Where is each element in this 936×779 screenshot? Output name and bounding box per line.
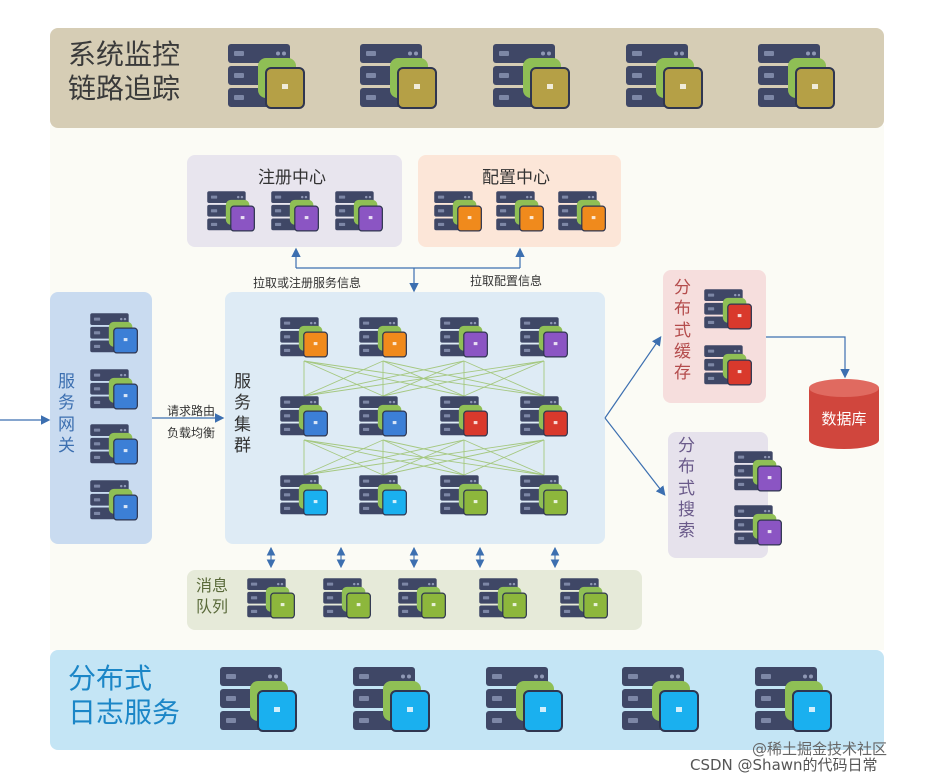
cluster-to-cache-arrow [604,336,662,419]
gateway-server-1 [90,313,138,354]
gateway-server-3 [90,424,138,465]
config-title: 配置中心 [482,168,550,188]
cluster-server-r2-3 [440,396,488,437]
registry-server-2 [271,191,319,232]
mq-server-1 [247,578,295,619]
registry-title: 注册中心 [258,168,326,188]
registry-server-3 [335,191,383,232]
cluster-server-r2-2 [359,396,407,437]
cluster-server-r1-2 [359,317,407,358]
cluster-server-r1-4 [520,317,568,358]
mq-server-4 [479,578,527,619]
cluster-server-r3-3 [440,475,488,516]
cluster-server-r2-4 [520,396,568,437]
config-server-1 [434,191,482,232]
gateway-title: 服 务 网 关 [58,372,75,456]
monitor-server-4 [626,44,703,109]
cluster-server-r3-1 [280,475,328,516]
logging-title: 分布式 日志服务 [68,662,181,729]
search-server-2 [734,505,782,546]
cluster-title: 服 务 集 群 [234,372,251,456]
cluster-server-r1-1 [280,317,328,358]
monitor-server-1 [228,44,305,109]
monitoring-panel [50,28,884,128]
mq-server-2 [323,578,371,619]
pull-config-label: 拉取配置信息 [470,274,543,288]
mq-links [266,546,560,569]
mesh-links [303,360,545,476]
watermark-csdn: CSDN @Shawn的代码日常 [690,756,878,774]
monitor-server-5 [758,44,835,109]
log-server-3 [486,667,563,732]
search-title: 分 布 式 搜 索 [678,436,695,541]
monitoring-title-line2: 链路追踪 [68,71,181,105]
monitoring-title-line1: 系统监控 [68,38,181,71]
watermark-juejin: @稀土掘金技术社区 [752,740,888,758]
log-server-1 [220,667,297,732]
log-server-5 [755,667,832,732]
cache-title: 分 布 式 缓 存 [674,278,691,383]
cache-server-2 [704,345,752,386]
mq-title: 消息 队列 [196,576,229,616]
gateway-server-4 [90,480,138,521]
mq-server-5 [560,578,608,619]
log-server-2 [353,667,430,732]
mq-server-3 [398,578,446,619]
logging-panel [50,650,884,750]
cache-to-db-arrow [766,336,850,379]
cluster-server-r3-4 [520,475,568,516]
log-server-4 [622,667,699,732]
database-label: 数据库 [821,410,867,428]
config-server-3 [558,191,606,232]
database-icon [809,379,879,449]
cluster-server-r2-1 [280,396,328,437]
search-server-1 [734,451,782,492]
monitor-server-2 [360,44,437,109]
cache-server-1 [704,289,752,330]
cluster-to-search-arrow [604,417,666,496]
pull-register-label: 拉取或注册服务信息 [253,276,362,290]
registry-server-1 [207,191,255,232]
gateway-server-2 [90,369,138,410]
route-label: 请求路由 负载均衡 [167,404,216,440]
monitoring-title: 系统监控 链路追踪 [68,38,180,105]
cluster-server-r1-3 [440,317,488,358]
cluster-server-r3-2 [359,475,407,516]
monitor-server-3 [493,44,570,109]
config-server-2 [496,191,544,232]
